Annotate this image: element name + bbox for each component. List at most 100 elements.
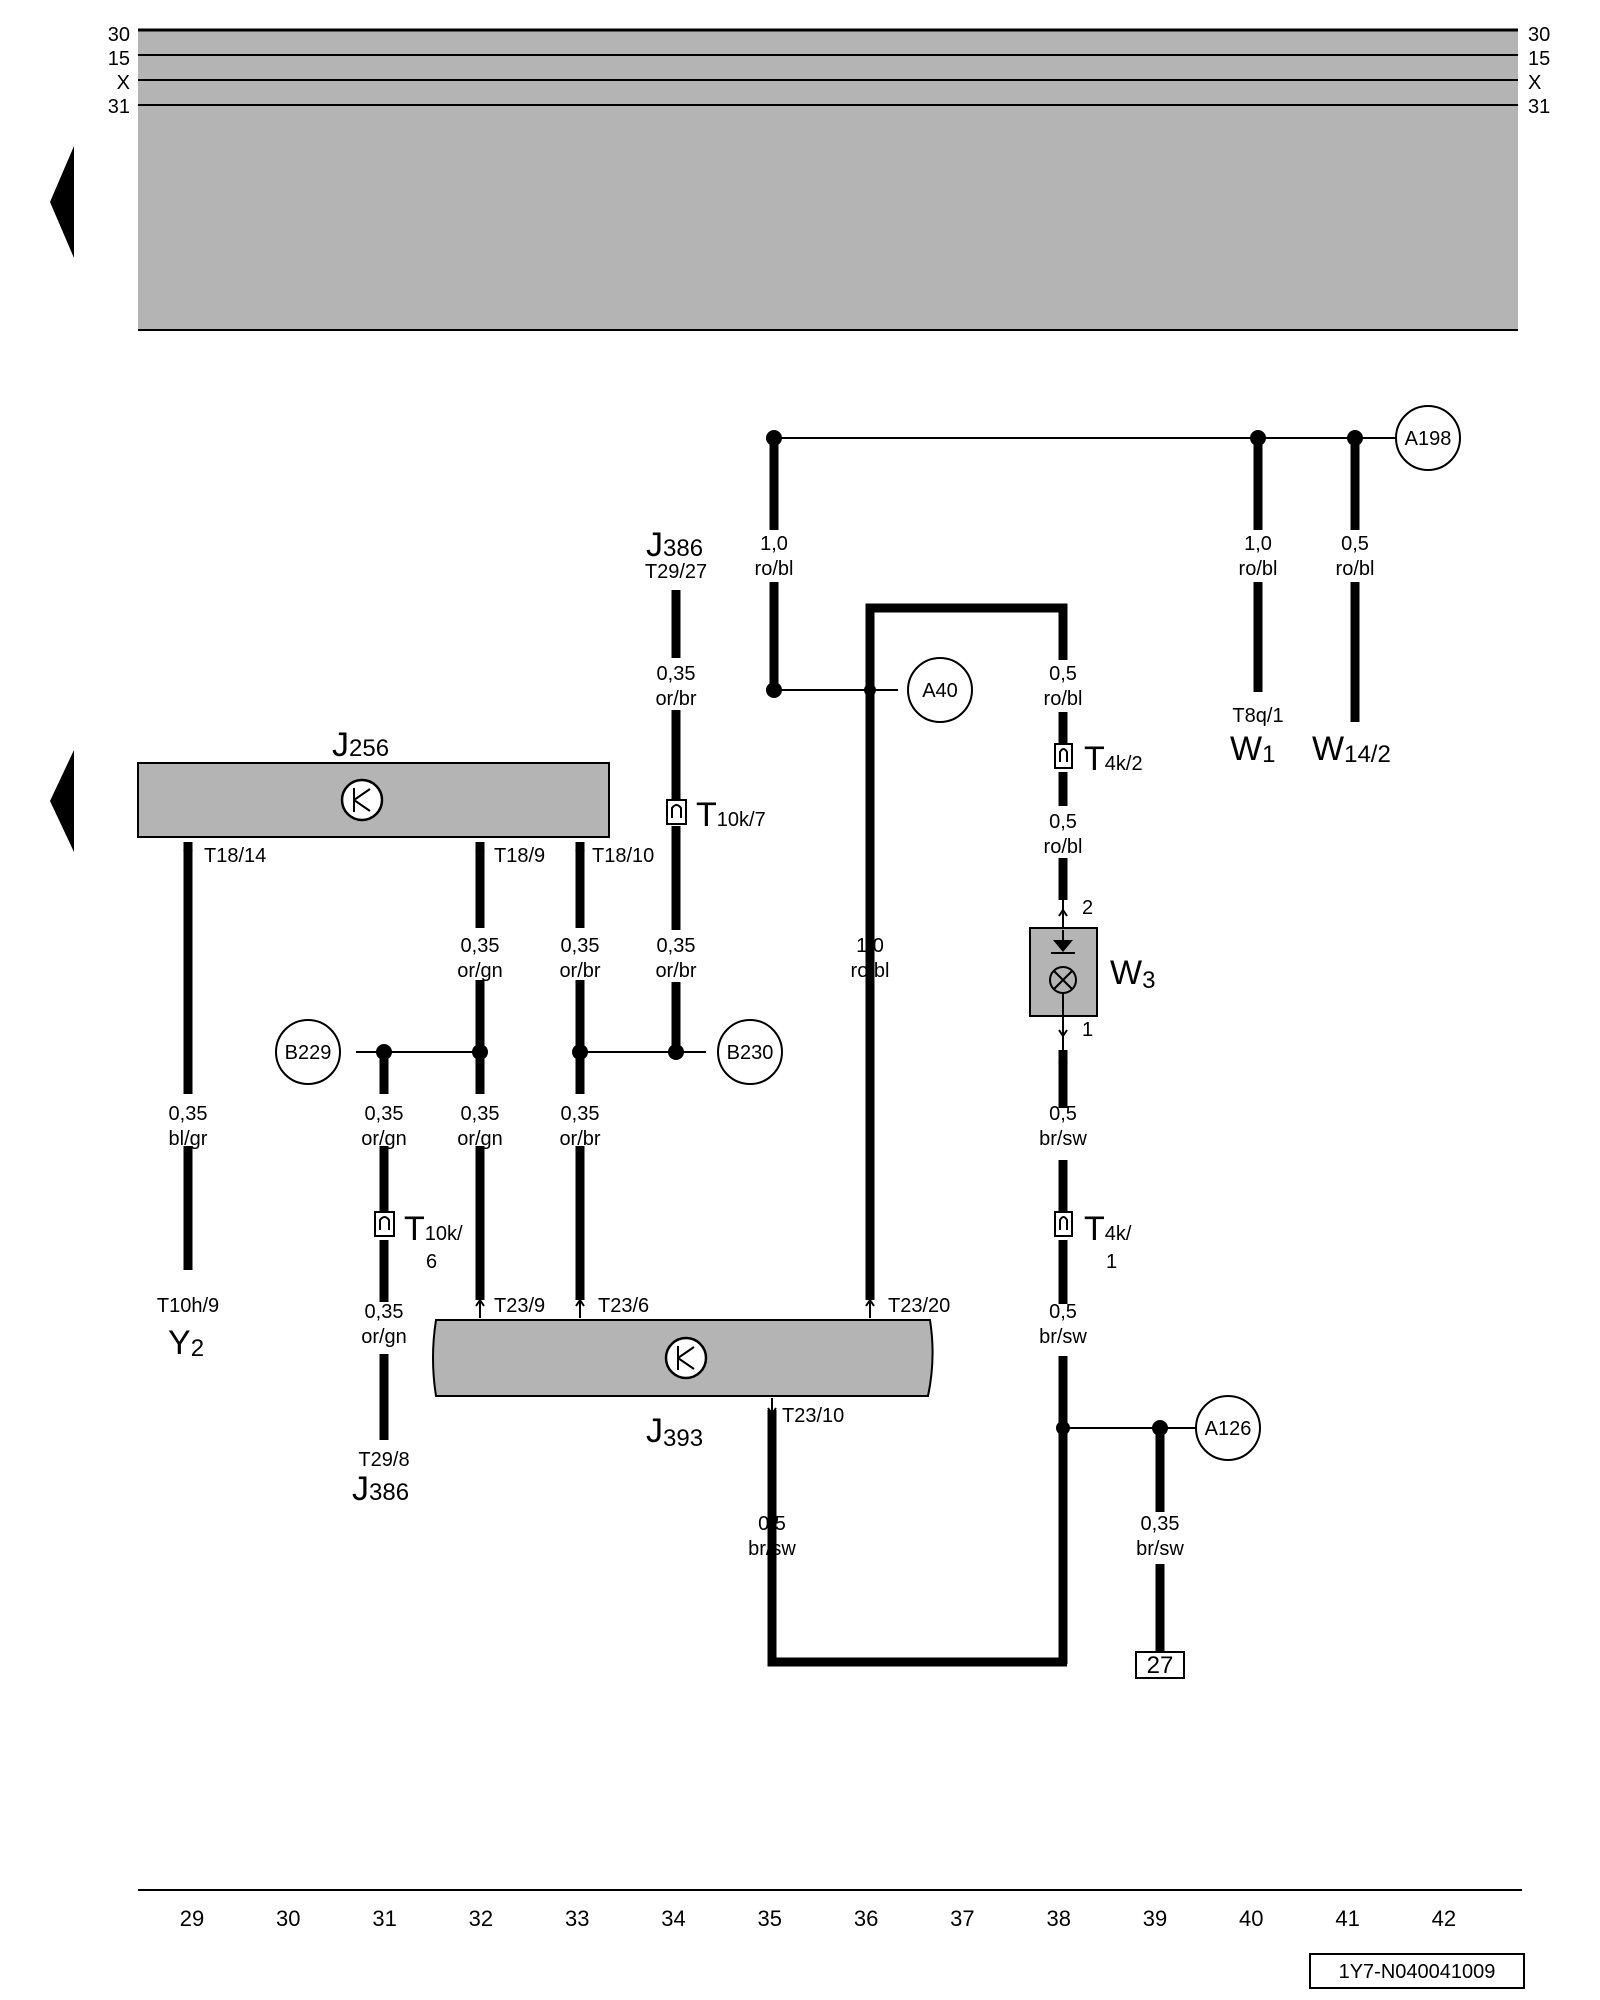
pin-arrow-icon xyxy=(1058,908,1068,928)
pin-label-t23-20: T23/20 xyxy=(888,1295,950,1317)
wire-color: or/gn xyxy=(361,1326,407,1348)
wire-size: 0,35 xyxy=(657,663,696,685)
wire-color: or/gn xyxy=(457,960,503,982)
document-id: 1Y7-N040041009 xyxy=(1339,1961,1496,1983)
wire-label: 0,35 or/gn xyxy=(457,935,503,982)
document-id-box: 1Y7-N040041009 xyxy=(1309,1953,1525,1989)
reference-circle-b230[interactable] xyxy=(717,1019,783,1085)
column-number: 37 xyxy=(950,1906,974,1931)
wire-label: 0,5 br/sw xyxy=(1039,1103,1087,1150)
reference-circle-a40[interactable] xyxy=(907,657,973,723)
bus-rail-panel: 30 15 X 31 30 15 X 31 xyxy=(108,24,1550,331)
component-label-w14-2: W14/2 xyxy=(1312,730,1391,768)
wire-label: 0,5 ro/bl xyxy=(1336,533,1375,580)
reference-circle-a198[interactable] xyxy=(1395,405,1461,471)
j393-control-unit xyxy=(432,1319,934,1397)
wire-color: ro/bl xyxy=(1044,836,1083,858)
wire-label: 0,5 br/sw xyxy=(748,1513,796,1560)
column-number: 35 xyxy=(758,1906,782,1931)
wire-label: 0,35 bl/gr xyxy=(169,1103,208,1150)
pin-label-t8q-1: T8q/1 xyxy=(1232,705,1283,727)
transistor-collector xyxy=(677,1346,695,1359)
pin-markers xyxy=(183,842,1068,1416)
reference-box-label-27: 27 xyxy=(1147,1652,1174,1679)
wire-color: bl/gr xyxy=(169,1128,208,1150)
connector-label-t4k2: T4k/2 xyxy=(1084,740,1143,778)
wire-size: 0,5 xyxy=(1049,1103,1077,1125)
connector-label-t4k1-line2: 1 xyxy=(1106,1251,1117,1273)
pin-label-w3-1: 1 xyxy=(1082,1019,1093,1041)
reference-label-a126: A126 xyxy=(1205,1418,1252,1440)
wire-label: 0,35 or/br xyxy=(655,935,696,982)
reference-markers: A198 A40 A126 B229 B230 27 xyxy=(275,405,1461,1679)
connector-body xyxy=(374,1211,395,1237)
reference-box-27[interactable] xyxy=(1135,1651,1185,1679)
reference-label-a40: A40 xyxy=(922,680,958,702)
continuation-arrow-icon[interactable] xyxy=(50,750,74,852)
connector-label-t10k6-line2: 6 xyxy=(426,1251,437,1273)
pin-label-t23-6: T23/6 xyxy=(598,1295,649,1317)
pin-label-t23-9: T23/9 xyxy=(494,1295,545,1317)
pin-label-t18-9: T18/9 xyxy=(494,845,545,867)
wire-size: 0,5 xyxy=(1049,1301,1077,1323)
wire-color: ro/bl xyxy=(1044,688,1083,710)
wire-size: 1,0 xyxy=(1244,533,1272,555)
pin-arrow-icon xyxy=(767,1398,777,1416)
junction-dot xyxy=(572,1044,588,1060)
reference-circle-b229[interactable] xyxy=(275,1019,341,1085)
connector-body xyxy=(666,799,687,825)
wire-size: 0,5 xyxy=(758,1513,786,1535)
junction-dot xyxy=(472,1044,488,1060)
transistor-collector xyxy=(353,788,371,801)
wire-color: or/br xyxy=(559,1128,600,1150)
component-label-w3: W3 xyxy=(1110,954,1155,994)
reference-circle-a126[interactable] xyxy=(1195,1395,1261,1461)
transistor-emitter xyxy=(353,799,371,812)
wire-label: 1,0 ro/bl xyxy=(1239,533,1278,580)
bus-label-left-x: X xyxy=(117,72,130,94)
component-label-j256: J256 xyxy=(332,726,389,764)
pin-label-t29-27: T29/27 xyxy=(645,561,707,583)
transistor-emitter xyxy=(677,1357,695,1370)
wire-label: 0,35 or/br xyxy=(559,1103,600,1150)
previous-page-arrow-icon[interactable] xyxy=(50,146,74,258)
pin-label-t10h-9: T10h/9 xyxy=(157,1295,219,1317)
wire-size: 0,35 xyxy=(461,1103,500,1125)
bus-label-right-31: 31 xyxy=(1528,96,1550,118)
wire-label: 0,35 or/gn xyxy=(361,1301,407,1348)
column-number: 29 xyxy=(180,1906,204,1931)
pin-label-w3-2: 2 xyxy=(1082,897,1093,919)
column-number: 42 xyxy=(1432,1906,1456,1931)
bus-label-left-15: 15 xyxy=(108,48,130,70)
connector-icon xyxy=(671,804,682,818)
junction-dot xyxy=(1056,1421,1070,1435)
wire-color: or/br xyxy=(655,960,696,982)
bus-label-left-30: 30 xyxy=(108,24,130,46)
wire-size: 0,35 xyxy=(169,1103,208,1125)
bus-label-right-30: 30 xyxy=(1528,24,1550,46)
transistor-icon xyxy=(664,1336,708,1380)
transistor-icon xyxy=(340,778,384,822)
wire-size: 0,5 xyxy=(1341,533,1369,555)
connector-body xyxy=(1054,1211,1073,1237)
pin-arrow-icon xyxy=(475,1298,485,1318)
pin-arrow-icon xyxy=(1058,1018,1068,1038)
connector-icon xyxy=(1059,748,1068,762)
column-number: 38 xyxy=(1046,1906,1070,1931)
wire-color: or/br xyxy=(559,960,600,982)
column-number: 32 xyxy=(469,1906,493,1931)
reference-label-b229: B229 xyxy=(285,1042,332,1064)
wire-color: br/sw xyxy=(1136,1538,1184,1560)
connector-t10k6 xyxy=(374,1211,395,1237)
wire-label: 0,5 ro/bl xyxy=(1044,811,1083,858)
wire-size: 0,35 xyxy=(657,935,696,957)
column-number: 39 xyxy=(1143,1906,1167,1931)
wire-size: 0,5 xyxy=(1049,811,1077,833)
top-wiring xyxy=(671,430,1396,1667)
pin-arrow-icon xyxy=(575,1298,585,1318)
wire-color: ro/bl xyxy=(1239,558,1278,580)
j256-control-unit xyxy=(137,762,610,838)
